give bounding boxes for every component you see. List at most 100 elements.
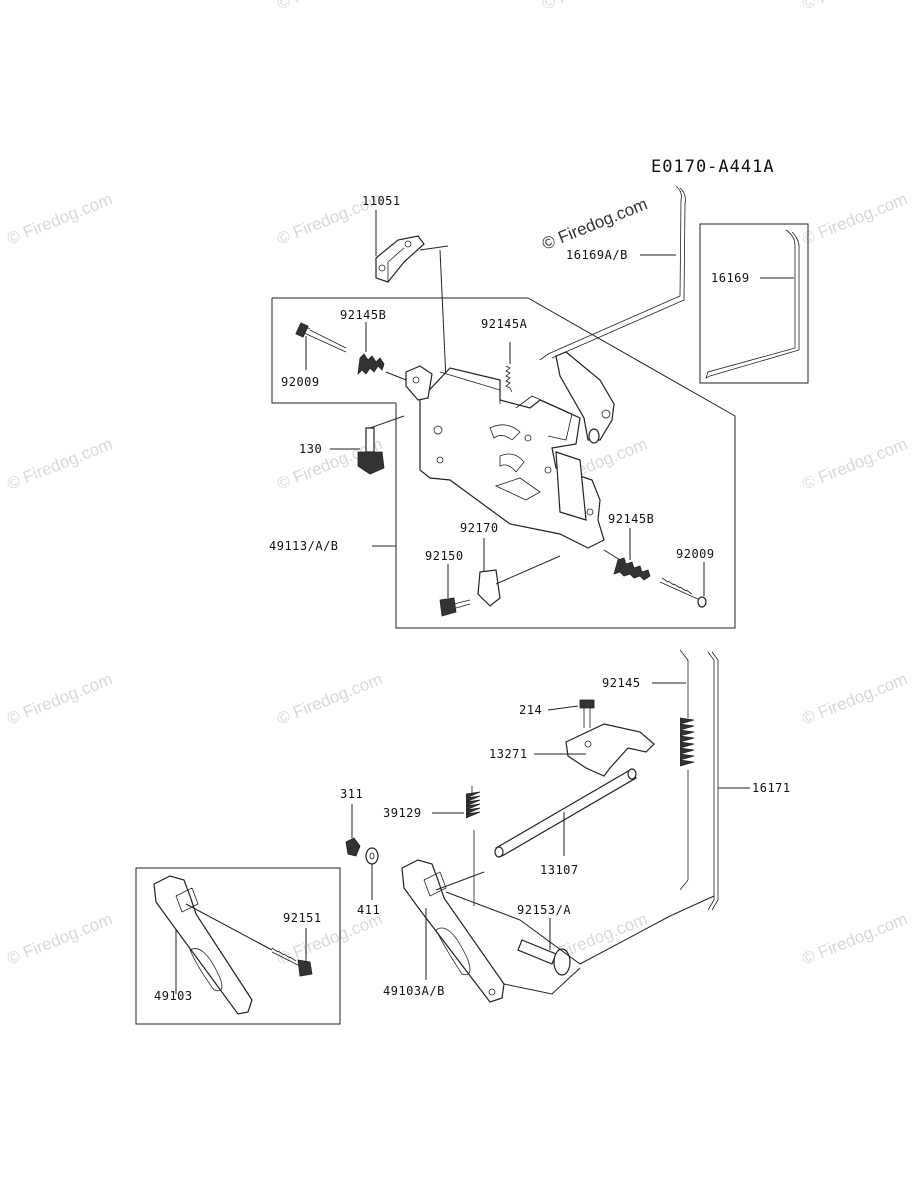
lever-49103-clip: [175, 887, 199, 913]
screw-92009-bottom-head: [697, 596, 707, 608]
lever-hole: [601, 409, 611, 419]
label-130: 130: [299, 442, 322, 456]
plate-side-bracket: [555, 451, 587, 521]
bolt-130-head: [357, 451, 385, 475]
label-13107: 13107: [540, 863, 579, 877]
label-92170: 92170: [460, 521, 499, 535]
label-92009-bottom: 92009: [676, 547, 715, 561]
screw-92009-top: [301, 331, 347, 353]
upper-group-outline: [271, 297, 736, 629]
bracket-11051: [375, 235, 425, 283]
label-92145b-bottom: 92145B: [608, 512, 654, 526]
nut-311: [345, 837, 361, 857]
lever-49103ab-hole: [488, 988, 496, 996]
label-92145b-top: 92145B: [340, 308, 386, 322]
watermark-text: © Firedog.com: [4, 909, 115, 968]
screw-92150-shank: [453, 599, 471, 609]
watermark-text: © Firedog.com: [799, 0, 910, 14]
plate-hole: [544, 466, 552, 474]
diagram-code: E0170-A441A: [651, 157, 775, 177]
rod-16171: [707, 651, 715, 911]
screw-214-shank: [583, 708, 591, 728]
lever-49103ab-clip: [423, 871, 447, 897]
label-16169ab: 16169A/B: [566, 248, 628, 262]
bolt-92151-head: [297, 959, 313, 977]
label-411: 411: [357, 903, 380, 917]
label-49103: 49103: [154, 989, 193, 1003]
lever-pivot: [588, 428, 600, 444]
control-plate-flange: [439, 371, 501, 404]
label-16169: 16169: [711, 271, 750, 285]
label-92009-top: 92009: [281, 375, 320, 389]
plate-hole: [436, 456, 444, 464]
label-92145: 92145: [602, 676, 641, 690]
label-92150: 92150: [425, 549, 464, 563]
control-plate: [419, 367, 605, 549]
control-lever: [555, 351, 615, 441]
label-311: 311: [340, 787, 363, 801]
watermark-text: © Firedog.com: [274, 0, 385, 14]
control-plate-tab: [515, 395, 573, 441]
bracket-11051-fold: [387, 247, 405, 282]
rod-16169ab-edge: [551, 187, 686, 359]
plate-hole: [524, 434, 532, 442]
label-16171: 16171: [752, 781, 791, 795]
watermark-text: © Firedog.com: [799, 434, 910, 493]
bracket-11051-hole: [378, 264, 386, 272]
plate-hole: [433, 425, 443, 435]
assembly-outline: [503, 967, 581, 995]
spring-92145b-bottom: [613, 557, 651, 581]
clip-92170: [477, 569, 501, 607]
plate-slot: [489, 424, 521, 441]
leader-line: [369, 415, 405, 429]
bolt-92153a-shank: [517, 939, 557, 965]
screw-92009-bottom-thread: [661, 577, 693, 595]
watermark-text: © Firedog.com: [799, 669, 910, 728]
plate-ear: [405, 365, 433, 401]
watermark-text: © Firedog.com: [799, 909, 910, 968]
rod-16169-edge: [709, 231, 800, 377]
bolt-92153a-head: [553, 948, 571, 976]
label-92153a: 92153/A: [517, 903, 571, 917]
lever-49103: [153, 875, 253, 1015]
bolt-130-shank: [365, 427, 375, 453]
label-92151: 92151: [283, 911, 322, 925]
leader-line: [419, 245, 449, 251]
rod-16171-edge: [711, 651, 719, 911]
screw-92009-top-thread: [303, 325, 347, 349]
upper-assembly: [271, 185, 809, 629]
plate-13271: [565, 723, 655, 777]
plate-hole: [586, 508, 594, 516]
watermark-text: © Firedog.com: [539, 0, 650, 14]
spring-92145-hook: [679, 649, 689, 718]
bolt-92151: [271, 951, 301, 967]
label-92145a: 92145A: [481, 317, 528, 331]
label-214: 214: [519, 703, 542, 717]
rod-16169ab: [539, 185, 682, 361]
screw-92009-top-head: [295, 322, 309, 338]
inset-box-16169: [699, 223, 809, 384]
label-49103ab: 49103A/B: [383, 984, 445, 998]
part-labels: 11051 16169A/B 16169 92145B 92145A 92009…: [154, 194, 791, 1003]
leader-line: [385, 371, 407, 381]
leader-line: [435, 871, 485, 891]
lever-49103ab-slot: [435, 927, 471, 976]
washer-411-hole: [369, 852, 375, 860]
watermark-text: © Firedog.com: [274, 669, 385, 728]
assembly-outline: [445, 891, 715, 965]
label-13271: 13271: [489, 747, 528, 761]
label-49113ab: 49113/A/B: [269, 539, 339, 553]
watermark-text: © Firedog.com: [799, 189, 910, 248]
spring-92145-hook: [679, 770, 689, 891]
watermark-text: © Firedog.com: [4, 189, 115, 248]
leader-line: [495, 555, 561, 585]
rod-16169: [705, 229, 796, 379]
screw-214-head: [579, 699, 595, 709]
shaft-13107: [495, 769, 637, 857]
spring-39129: [465, 791, 481, 819]
label-11051: 11051: [362, 194, 401, 208]
watermark-text: © Firedog.com: [4, 669, 115, 728]
lower-assembly: [135, 649, 750, 1025]
leader-line: [547, 705, 579, 711]
